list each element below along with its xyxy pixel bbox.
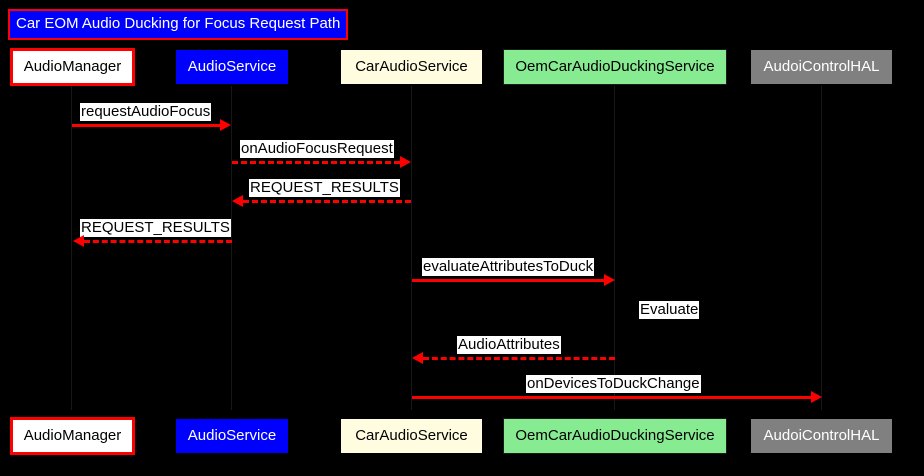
participant-bottom-audiomanager[interactable]: AudioManager — [10, 417, 135, 455]
participant-top-audoicontrolhal[interactable]: AudoiControlHAL — [751, 50, 892, 84]
participant-label: AudioManager — [23, 58, 122, 75]
message-label-onaudiofocusrequest: onAudioFocusRequest — [240, 140, 394, 158]
message-line-audioattributes — [423, 357, 615, 360]
participant-top-oemcaraudioduckingservice[interactable]: OemCarAudioDuckingService — [503, 49, 727, 85]
message-line-request-results-1 — [243, 200, 411, 203]
message-label-requestaudiofocus: requestAudioFocus — [80, 103, 212, 121]
lifeline-caraudioservice — [411, 86, 412, 410]
participant-label: AudoiControlHAL — [763, 58, 880, 75]
message-line-onaudiofocusrequest — [232, 161, 400, 164]
participant-label: AudioService — [187, 58, 277, 75]
message-arrowhead-onaudiofocusrequest — [400, 156, 411, 168]
message-arrowhead-request-results-2 — [73, 235, 84, 247]
message-line-request-results-2 — [84, 240, 232, 243]
lifeline-audiomanager — [71, 86, 72, 410]
participant-label: AudioService — [187, 427, 277, 444]
participant-label: AudoiControlHAL — [763, 427, 880, 444]
message-label-audioattributes: AudioAttributes — [457, 336, 561, 354]
participant-bottom-oemcaraudioduckingservice[interactable]: OemCarAudioDuckingService — [503, 418, 727, 454]
message-label-request-results-1: REQUEST_RESULTS — [249, 179, 400, 197]
lifeline-audoicontrolhal — [821, 86, 822, 410]
participant-label: OemCarAudioDuckingService — [515, 58, 715, 75]
message-label-evaluateattributestoduck: evaluateAttributesToDuck — [422, 258, 595, 276]
message-arrowhead-requestaudiofocus — [220, 119, 231, 131]
participant-bottom-audoicontrolhal[interactable]: AudoiControlHAL — [751, 419, 892, 453]
participant-label: CarAudioService — [355, 427, 468, 444]
participant-label: AudioManager — [23, 427, 122, 444]
message-line-requestaudiofocus — [72, 124, 220, 127]
message-arrowhead-audioattributes — [412, 352, 423, 364]
participant-label: CarAudioService — [355, 58, 468, 75]
message-label-request-results-2: REQUEST_RESULTS — [80, 219, 231, 237]
participant-top-audioservice[interactable]: AudioService — [176, 50, 288, 84]
participant-top-caraudioservice[interactable]: CarAudioService — [341, 50, 482, 84]
message-arrowhead-ondevicestoduckchange — [811, 391, 822, 403]
diagram-title: Car EOM Audio Ducking for Focus Request … — [8, 9, 349, 40]
lifeline-oemcaraudioduckingservice — [614, 86, 615, 410]
participant-label: OemCarAudioDuckingService — [515, 427, 715, 444]
message-arrowhead-evaluateattributestoduck — [604, 274, 615, 286]
note-label-evaluate: Evaluate — [639, 301, 700, 319]
participant-top-audiomanager[interactable]: AudioManager — [10, 48, 135, 86]
message-line-evaluateattributestoduck — [412, 279, 604, 282]
lifeline-audioservice — [231, 86, 232, 410]
participant-bottom-audioservice[interactable]: AudioService — [176, 419, 288, 453]
message-arrowhead-request-results-1 — [232, 195, 243, 207]
message-label-ondevicestoduckchange: onDevicesToDuckChange — [526, 375, 701, 393]
participant-bottom-caraudioservice[interactable]: CarAudioService — [341, 419, 482, 453]
message-line-ondevicestoduckchange — [412, 396, 811, 399]
